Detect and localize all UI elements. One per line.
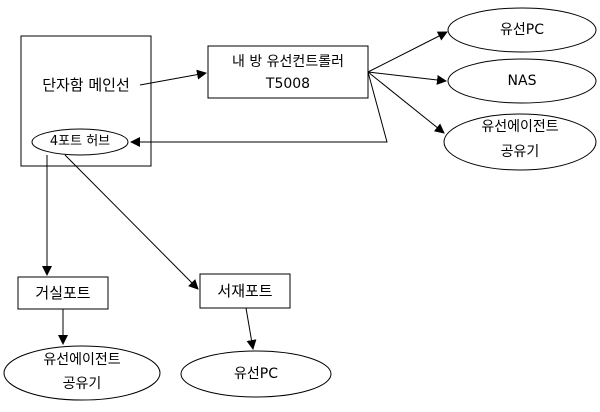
ap-bottom-label-line2: 공유기	[62, 376, 102, 392]
main-line-label: 단자함 메인선	[42, 76, 130, 94]
return-line-controller-to-hub	[130, 71, 388, 147]
controller-label-line2: T5008	[265, 76, 311, 92]
ap-bottom-label-line1: 유선에이전트	[43, 352, 121, 368]
hub-ellipse	[31, 128, 129, 156]
controller-label-line1: 내 방 유선컨트롤러	[232, 54, 344, 70]
wired-pc-bottom-ellipse	[180, 350, 332, 398]
study-port-box	[199, 273, 291, 309]
wired-pc-top-label: 유선PC	[500, 22, 544, 38]
arrow-controller-to-nas	[367, 71, 447, 85]
nas-ellipse	[447, 58, 597, 104]
living-port-box	[17, 276, 109, 310]
nas-label: NAS	[507, 73, 537, 89]
arrow-controller-to-pc	[367, 31, 448, 73]
living-port-label: 거실포트	[35, 284, 91, 302]
ap-top-label-line1: 유선에이전트	[481, 119, 559, 135]
wired-pc-bottom-label: 유선PC	[234, 366, 278, 382]
arrow-controller-to-ap	[367, 71, 445, 134]
hub-label: 4포트 허브	[49, 134, 111, 149]
wired-pc-top-ellipse	[447, 7, 597, 53]
controller-box	[207, 45, 369, 99]
arrow-main-to-controller	[139, 69, 207, 86]
study-port-label: 서재포트	[217, 282, 273, 300]
ap-top-label-line2: 공유기	[500, 144, 540, 160]
ap-top-ellipse	[443, 113, 597, 171]
arrow-study-to-pc	[245, 307, 257, 350]
arrow-hub-to-study	[64, 154, 199, 290]
ap-bottom-ellipse	[3, 345, 161, 401]
